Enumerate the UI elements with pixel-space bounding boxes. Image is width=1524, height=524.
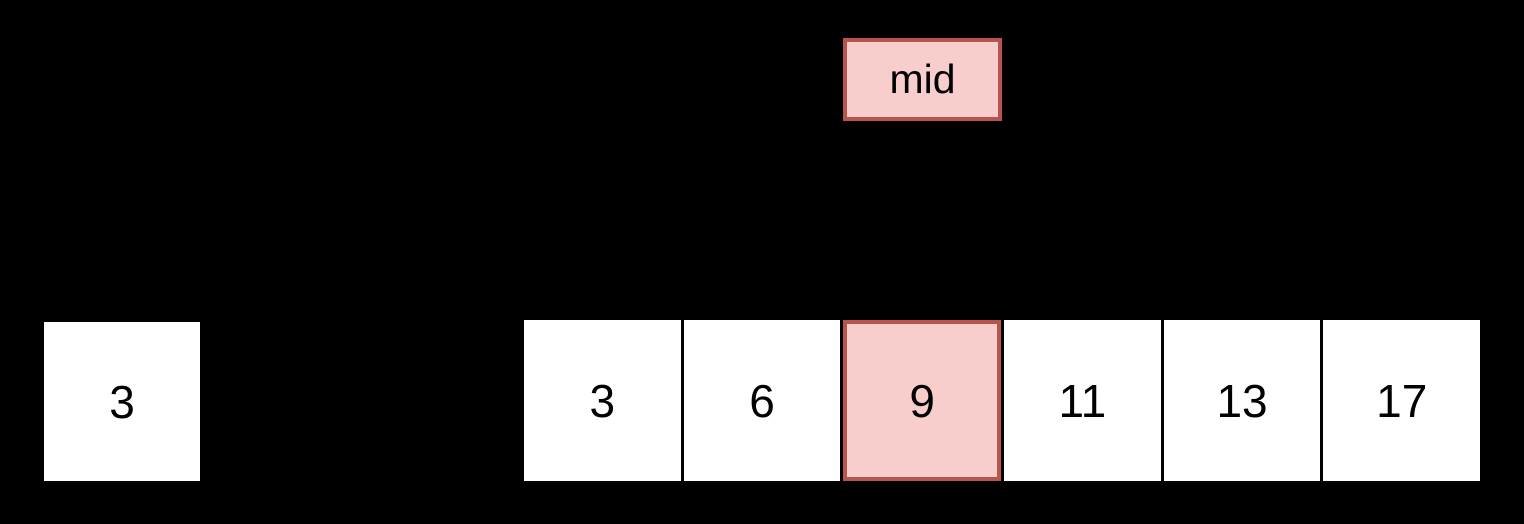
target-value-text: 3	[109, 375, 135, 428]
target-value-cell[interactable]: 3	[44, 322, 200, 481]
array-cell-5[interactable]: 17	[1323, 320, 1481, 481]
sorted-array: 3 6 9 11 13 17	[524, 320, 1481, 481]
array-cell-0[interactable]: 3	[524, 320, 681, 481]
array-cell-3-value: 11	[1058, 374, 1107, 427]
array-cell-3[interactable]: 11	[1004, 320, 1161, 481]
array-cell-1[interactable]: 6	[683, 320, 841, 481]
array-cell-1-value: 6	[749, 374, 775, 427]
mid-pointer-label: mid	[889, 56, 956, 102]
array-cell-5-value: 17	[1376, 374, 1428, 427]
array-cell-0-value: 3	[589, 374, 616, 427]
array-cell-2-value: 9	[909, 374, 935, 427]
mid-pointer-box[interactable]: mid	[843, 38, 1002, 121]
array-cell-4-value: 13	[1216, 374, 1268, 427]
array-cell-4[interactable]: 13	[1163, 320, 1321, 481]
array-cell-2-highlighted[interactable]: 9	[843, 320, 1002, 481]
